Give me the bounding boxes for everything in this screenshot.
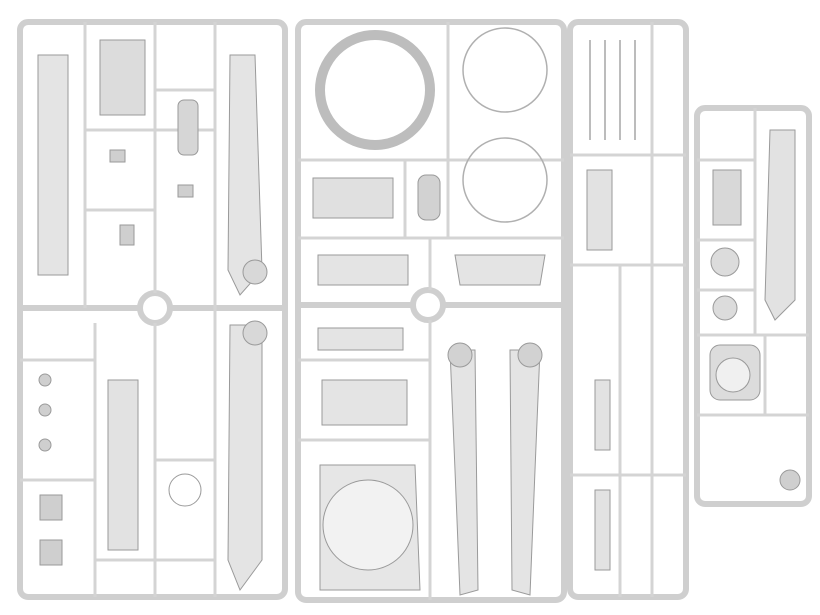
part-knob [779, 469, 801, 491]
part-side-panel [764, 129, 796, 321]
gate-ring-icon [410, 287, 446, 323]
part-stowage [417, 174, 441, 221]
part-wheel [710, 247, 740, 277]
part-ring-clear [462, 137, 548, 223]
part-ring-clear [462, 27, 548, 113]
part-track-long [37, 54, 69, 276]
sprue-d-frame [694, 105, 812, 507]
part-sprocket [242, 320, 268, 346]
part-stowage [177, 99, 199, 156]
part-block [712, 169, 742, 226]
sprue-d [694, 105, 812, 507]
sprue-c [567, 19, 689, 600]
sprue-a [17, 19, 288, 600]
part-plate [317, 254, 409, 286]
part-sprocket [242, 259, 268, 285]
part-plate [317, 327, 404, 351]
part-hull-side-lower [227, 324, 263, 592]
gate-ring-icon [137, 290, 173, 326]
part-box [312, 177, 394, 219]
part-turret-ring [315, 30, 435, 150]
part-track-run [107, 379, 139, 551]
part-bar [594, 489, 611, 571]
part-ring [168, 473, 202, 507]
part-bar [594, 379, 611, 451]
part-turret-hole [322, 479, 414, 571]
part-floor [321, 379, 408, 426]
part-engine-deck [99, 39, 146, 116]
sprue-b [295, 19, 567, 603]
part-plate [454, 254, 546, 286]
part-grille [586, 169, 613, 251]
part-wheel [712, 295, 738, 321]
part-hatch-ring [715, 357, 751, 393]
sprue-c-frame [567, 19, 689, 600]
